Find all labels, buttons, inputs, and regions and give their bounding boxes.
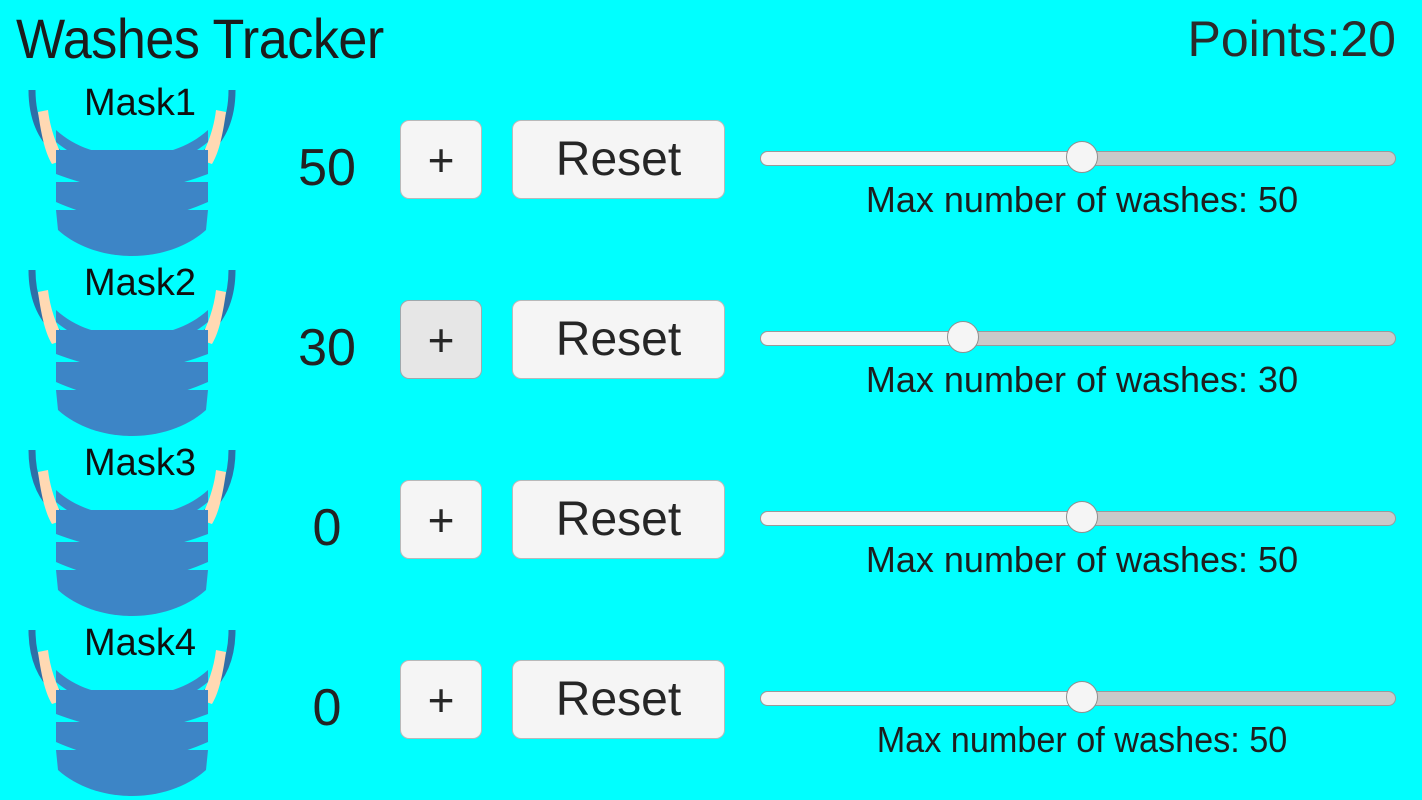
reset-button[interactable]: Reset — [512, 120, 725, 199]
max-washes-label: Max number of washes: 30 — [865, 359, 1299, 400]
mask-row: Mask1 50 + Reset Max number of washes: 5… — [0, 78, 1422, 258]
max-washes-slider[interactable] — [760, 501, 1396, 533]
max-washes-label: Max number of washes: 50 — [865, 179, 1299, 220]
slider-thumb[interactable] — [1066, 501, 1098, 533]
max-washes-slider[interactable] — [760, 321, 1396, 353]
mask-row: Mask4 0 + Reset Max number of washes: 50 — [0, 618, 1422, 800]
reset-button[interactable]: Reset — [512, 300, 725, 379]
mask-cell: Mask2 — [8, 258, 260, 438]
wash-count-value: 50 — [298, 139, 356, 197]
app-header: Washes Tracker Points:20 — [0, 0, 1422, 78]
mask-cell: Mask1 — [8, 78, 260, 258]
max-washes-slider[interactable] — [760, 681, 1396, 713]
wash-count-value: 0 — [312, 499, 342, 557]
face-mask-icon — [28, 629, 236, 796]
increment-button[interactable]: + — [400, 480, 482, 559]
increment-button[interactable]: + — [400, 660, 482, 739]
mask-name-label: Mask2 — [84, 262, 196, 304]
increment-button[interactable]: + — [400, 120, 482, 199]
slider-thumb[interactable] — [1066, 141, 1098, 173]
page-title: Washes Tracker — [16, 7, 384, 70]
mask-row: Mask3 0 + Reset Max number of washes: 50 — [0, 438, 1422, 618]
mask-cell: Mask4 — [8, 618, 260, 798]
wash-count-value: 30 — [298, 319, 356, 377]
mask-name-label: Mask3 — [84, 442, 196, 484]
max-washes-slider-cell: Max number of washes: 30 — [752, 258, 1412, 438]
slider-track-fill — [760, 331, 963, 346]
face-mask-icon — [28, 89, 236, 256]
reset-button[interactable]: Reset — [512, 480, 725, 559]
face-mask-icon — [28, 269, 236, 436]
max-washes-label: Max number of washes: 50 — [865, 539, 1299, 580]
reset-button[interactable]: Reset — [512, 660, 725, 739]
increment-button[interactable]: + — [400, 300, 482, 379]
mask-row: Mask2 30 + Reset Max number of washes: 3… — [0, 258, 1422, 438]
mask-cell: Mask3 — [8, 438, 260, 618]
max-washes-slider-cell: Max number of washes: 50 — [752, 78, 1412, 258]
max-washes-slider-cell: Max number of washes: 50 — [752, 438, 1412, 618]
mask-rows-list: Mask1 50 + Reset Max number of washes: 5… — [0, 78, 1422, 800]
max-washes-slider[interactable] — [760, 141, 1396, 173]
wash-count-value: 0 — [312, 679, 342, 737]
slider-thumb[interactable] — [1066, 681, 1098, 713]
max-washes-slider-cell: Max number of washes: 50 — [752, 618, 1412, 798]
slider-track-fill — [760, 691, 1082, 706]
slider-track-fill — [760, 151, 1082, 166]
points-display: Points:20 — [1187, 11, 1396, 67]
max-washes-label: Max number of washes: 50 — [876, 719, 1288, 760]
mask-name-label: Mask4 — [84, 622, 196, 664]
face-mask-icon — [28, 449, 236, 616]
slider-thumb[interactable] — [947, 321, 979, 353]
mask-name-label: Mask1 — [84, 82, 196, 124]
slider-track-fill — [760, 511, 1082, 526]
